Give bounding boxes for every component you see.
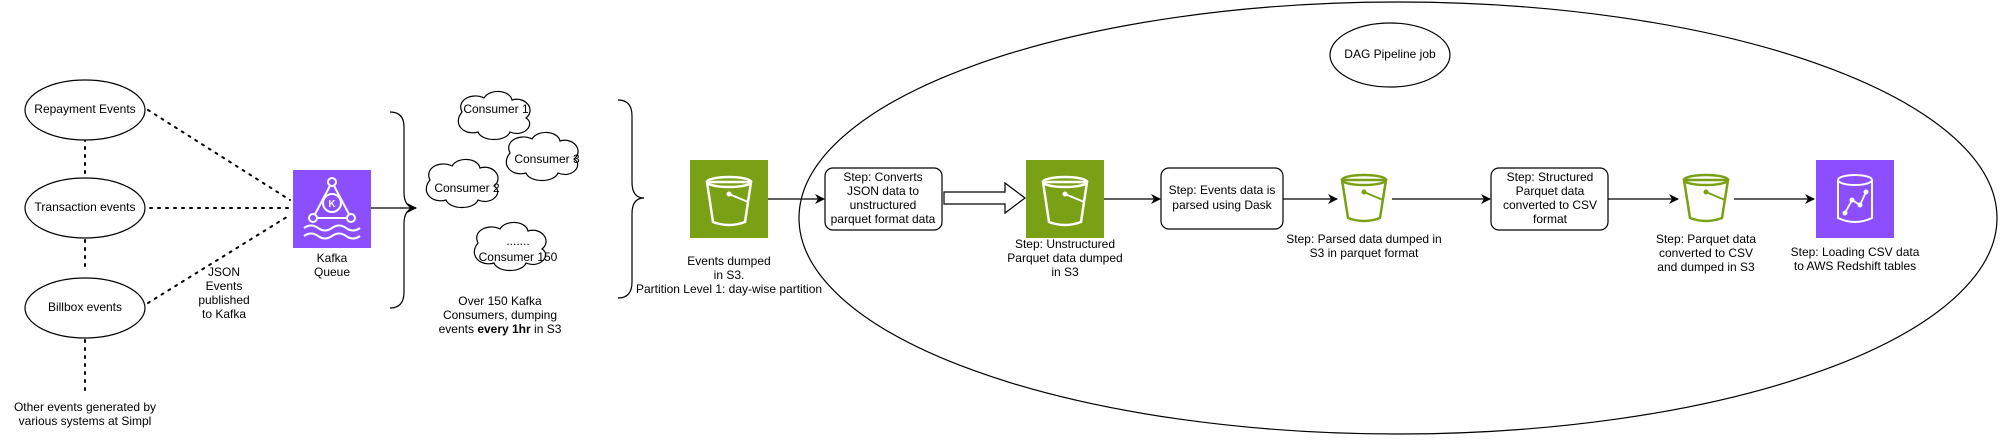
s3-raw-events-bucket[interactable]	[690, 160, 768, 238]
s3-raw-label-line2: in S3.	[714, 268, 745, 282]
consumers-left-brace	[389, 111, 417, 309]
svg-text:Consumer 2: Consumer 2	[434, 181, 500, 195]
step-parse-dask-box[interactable]: Step: Events data is parsed using Dask	[1160, 167, 1284, 230]
bucket1-label-line3: in S3	[1051, 265, 1079, 279]
bucket2-label-line2: S3 in parquet format	[1310, 246, 1419, 260]
transaction-events-label: Transaction events	[35, 200, 136, 214]
svg-text:Step: Structured: Step: Structured	[1507, 170, 1594, 184]
redshift-label-line1: Step: Loading CSV data	[1791, 245, 1920, 259]
other-events-label-line1: Other events generated by	[14, 400, 156, 414]
node-transaction-events[interactable]: Transaction events	[24, 177, 146, 239]
redshift-label-line2: to AWS Redshift tables	[1794, 259, 1916, 273]
node-billbox-events[interactable]: Billbox events	[24, 277, 146, 339]
consumer-1-cloud[interactable]: Consumer 1	[457, 90, 531, 141]
other-events-label-line2: various systems at Simpl	[19, 414, 152, 428]
svg-text:format: format	[1533, 212, 1568, 226]
dag-pipeline-boundary	[798, 1, 1998, 435]
step-convert-json-box[interactable]: Step: Converts JSON data to unstructured…	[824, 167, 943, 231]
svg-text:.......: .......	[506, 234, 529, 248]
consumer-150-cloud[interactable]: ....... Consumer 150	[473, 221, 558, 272]
svg-text:Step: Events data is: Step: Events data is	[1169, 183, 1276, 197]
repayment-events-label: Repayment Events	[34, 102, 135, 116]
step1-to-bucket1-block-arrow	[943, 181, 1026, 215]
billbox-events-label: Billbox events	[48, 300, 122, 314]
bucket3-label-line2: converted to CSV	[1659, 246, 1753, 260]
svg-text:Consumer 150: Consumer 150	[479, 250, 558, 264]
svg-text:Parquet data: Parquet data	[1516, 184, 1585, 198]
svg-text:unstructured: unstructured	[850, 198, 917, 212]
svg-text:Events: Events	[206, 279, 243, 293]
svg-text:Consumer 3: Consumer 3	[514, 152, 580, 166]
kafka-queue-label-line1: Kafka	[317, 251, 348, 265]
bucket2-label-line1: Step: Parsed data dumped in	[1286, 232, 1441, 246]
svg-text:K: K	[328, 199, 336, 210]
json-events-note: JSON Events published to Kafka	[198, 265, 249, 321]
bucket3-label-line1: Step: Parquet data	[1656, 232, 1756, 246]
redshift-icon[interactable]	[1816, 160, 1894, 238]
s3-parsed-parquet-bucket-icon[interactable]	[1340, 173, 1388, 223]
svg-text:parsed using Dask: parsed using Dask	[1172, 198, 1272, 212]
consumers-right-brace	[617, 99, 645, 299]
svg-text:Step: Converts: Step: Converts	[843, 170, 922, 184]
svg-text:JSON data to: JSON data to	[847, 184, 919, 198]
bucket1-label-line2: Parquet data dumped	[1007, 251, 1122, 265]
svg-text:DAG Pipeline job: DAG Pipeline job	[1344, 47, 1436, 61]
s3-raw-label-line3: Partition Level 1: day-wise partition	[636, 282, 822, 296]
kafka-queue-label-line2: Queue	[314, 265, 350, 279]
kafka-icon[interactable]: K	[293, 170, 371, 248]
svg-text:converted to CSV: converted to CSV	[1503, 198, 1597, 212]
svg-text:events every 1hr in S3: events every 1hr in S3	[439, 322, 562, 336]
dag-title-node: DAG Pipeline job	[1329, 22, 1451, 88]
source-connectors	[84, 109, 291, 396]
svg-text:JSON: JSON	[208, 265, 240, 279]
s3-unstructured-parquet-bucket[interactable]	[1026, 160, 1104, 238]
bucket1-label-line1: Step: Unstructured	[1015, 237, 1115, 251]
step-convert-csv-box[interactable]: Step: Structured Parquet data converted …	[1490, 167, 1609, 231]
s3-raw-label-line1: Events dumped	[687, 254, 770, 268]
svg-text:Consumer 1: Consumer 1	[463, 102, 529, 116]
node-repayment-events[interactable]: Repayment Events	[24, 79, 146, 141]
consumer-2-cloud[interactable]: Consumer 2	[425, 158, 500, 209]
svg-text:Consumers, dumping: Consumers, dumping	[443, 308, 557, 322]
svg-text:parquet format data: parquet format data	[831, 212, 936, 226]
svg-text:published: published	[198, 293, 249, 307]
consumers-caption: Over 150 Kafka Consumers, dumping events…	[439, 294, 562, 336]
bucket3-label-line3: and dumped in S3	[1657, 260, 1755, 274]
consumer-3-cloud[interactable]: Consumer 3	[505, 131, 580, 182]
s3-csv-bucket-icon[interactable]	[1682, 173, 1730, 223]
svg-text:to Kafka: to Kafka	[202, 307, 246, 321]
svg-text:Over 150 Kafka: Over 150 Kafka	[458, 294, 542, 308]
